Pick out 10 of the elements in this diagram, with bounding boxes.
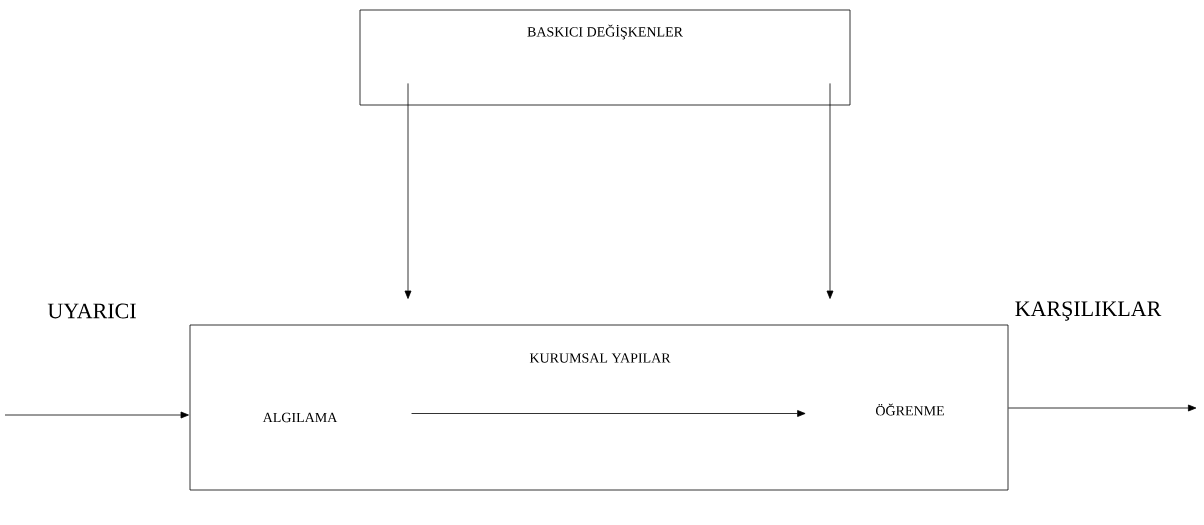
arrow — [404, 83, 412, 299]
side-label: KARŞILIKLAR — [1015, 301, 1162, 321]
side-label: UYARICI — [47, 303, 136, 319]
text-label: ÖĞRENME — [876, 403, 944, 416]
arrow — [826, 83, 834, 299]
text-label: ALGILAMA — [262, 412, 338, 423]
arrow — [411, 410, 806, 417]
box: BASKICI DEĞİŞKENLER — [359, 9, 851, 106]
arrow — [4, 411, 189, 419]
arrow — [1008, 404, 1197, 412]
